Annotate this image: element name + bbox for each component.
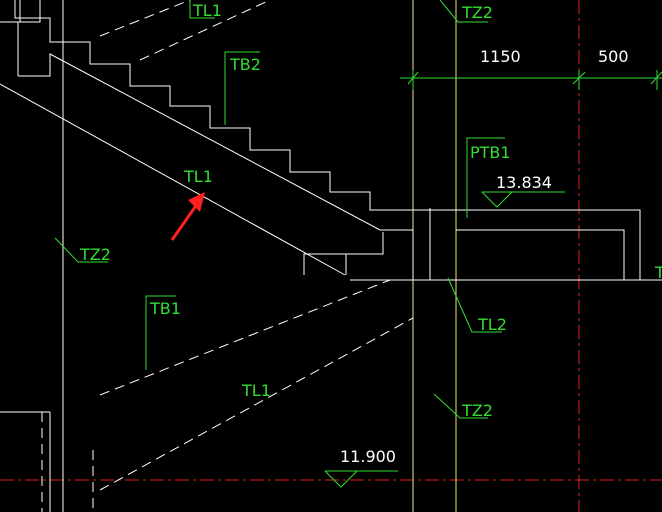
elevation-marker-upper bbox=[481, 191, 565, 208]
slab-diagonal-line bbox=[0, 83, 346, 276]
hidden-upper-diag-2 bbox=[139, 0, 271, 61]
leader-tz2-left bbox=[54, 237, 108, 263]
hidden-lines bbox=[41, 0, 414, 512]
landing-step bbox=[380, 229, 414, 280]
label-tl1-top: TL1 bbox=[192, 1, 222, 20]
leader-tz2-top bbox=[439, 0, 488, 23]
leader-tl1-top bbox=[189, 0, 215, 19]
label-tz2-lower: TZ2 bbox=[461, 401, 493, 420]
red-pointer-arrow bbox=[170, 192, 205, 241]
upper-stair-top bbox=[0, 21, 19, 76]
label-ptb1: PTB1 bbox=[470, 143, 511, 162]
label-tz2-left: TZ2 bbox=[79, 245, 111, 264]
label-tl1-lower: TL1 bbox=[241, 381, 271, 400]
lower-stair-flight bbox=[0, 232, 384, 512]
leader-tb2 bbox=[224, 51, 260, 125]
upper-stair-left-steps bbox=[0, 0, 21, 23]
hidden-lower-diag-2 bbox=[99, 317, 414, 491]
label-tb2: TB2 bbox=[229, 55, 261, 74]
dimension-lines bbox=[400, 70, 662, 90]
label-elev-lower: 11.900 bbox=[340, 447, 396, 466]
upper-stair-steps-main bbox=[14, 0, 456, 211]
label-tl1-pointer: TL1 bbox=[183, 167, 213, 186]
label-tz2-top: TZ2 bbox=[461, 3, 493, 22]
label-tb1: TB1 bbox=[149, 299, 181, 318]
landing-inner bbox=[456, 229, 625, 280]
leader-ptb1 bbox=[466, 137, 505, 218]
upper-stair-flight bbox=[0, 0, 456, 231]
leader-lines bbox=[54, 0, 505, 419]
leader-tz2-lower bbox=[433, 393, 488, 419]
elevation-marker-lower bbox=[324, 470, 398, 488]
landing-outline bbox=[456, 209, 641, 281]
landing-platform bbox=[350, 209, 662, 281]
grid-lines bbox=[62, 0, 457, 512]
lower-stair-steps-main bbox=[345, 232, 384, 275]
label-dim-1150: 1150 bbox=[480, 47, 521, 66]
annotation-labels: TL1 TZ2 TB2 1150 500 PTB1 13.834 TL1 TZ2… bbox=[79, 1, 662, 466]
hidden-lower-diag-1 bbox=[99, 279, 391, 396]
label-tl2: TL2 bbox=[477, 315, 507, 334]
hidden-upper-diag bbox=[99, 0, 191, 37]
label-dim-500: 500 bbox=[598, 47, 629, 66]
label-elev-upper: 13.834 bbox=[496, 173, 552, 192]
leader-tb1 bbox=[145, 295, 176, 370]
leader-tl2 bbox=[447, 277, 502, 333]
label-edge-t: T bbox=[654, 263, 662, 282]
